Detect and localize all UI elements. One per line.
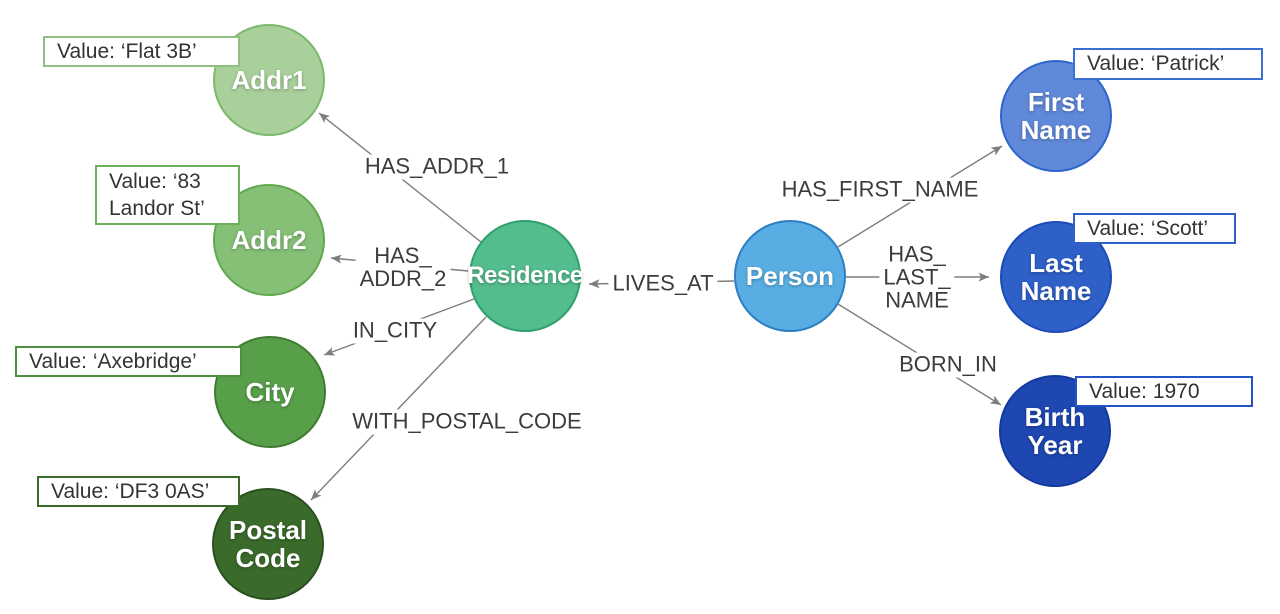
node-addr2-label: Addr2 [231,224,307,255]
value-label-last-name: Value: ‘Scott’ [1073,213,1236,244]
value-label-city-text: Value: ‘Axebridge’ [29,349,197,373]
value-label-addr2-text: Value: ‘83 Landor St’ [109,169,205,220]
value-label-addr2: Value: ‘83 Landor St’ [95,165,240,225]
node-person-label: Person [745,260,835,291]
relationship-label-has-first-name: HAS_FIRST_NAME [777,176,983,203]
node-person: Person [734,220,846,332]
relationship-label-has-addr-1: HAS_ADDR_1 [360,153,514,180]
relationship-label-text: HAS_ [888,241,946,267]
node-last-name: Last Name [1000,221,1112,333]
relationship-label-has-last-name: HAS_ LAST_ NAME [879,241,955,314]
value-label-last-name-text: Value: ‘Scott’ [1087,216,1209,240]
relationship-label-text: WITH_POSTAL_CODE [352,408,582,434]
value-label-addr1: Value: ‘Flat 3B’ [43,36,240,67]
value-label-first-name: Value: ‘Patrick’ [1073,48,1263,80]
edge-with-postal-code [310,316,487,501]
node-last-name-label: Last Name [1020,247,1092,306]
relationship-label-text: ADDR_2 [359,266,447,291]
relationship-label-has-addr-2: HAS_ ADDR_2 [355,243,451,292]
relationship-label-text: IN_CITY [352,317,438,343]
node-residence: Residence [467,220,583,332]
value-label-first-name-text: Value: ‘Patrick’ [1087,52,1225,75]
relationship-label-text: LAST_ [883,264,951,290]
relationship-label-text: LIVES_AT [612,270,714,296]
relationship-label-text: HAS_ADDR_1 [364,153,510,179]
relationship-label-text: BORN_IN [899,351,997,377]
node-addr1: Addr1 [213,24,325,136]
node-postal-code-label: Postal Code [228,514,308,573]
node-addr1-label: Addr1 [231,64,307,95]
relationship-label-text: HAS_FIRST_NAME [781,176,979,202]
node-first-name: First Name [1000,60,1112,172]
relationship-label-born-in: BORN_IN [895,351,1001,378]
node-first-name-label: First Name [1020,86,1092,145]
value-label-postal-code: Value: ‘DF3 0AS’ [37,476,240,507]
relationship-label-text: HAS_ [374,243,432,269]
node-birth-year-label: Birth Year [1024,401,1086,460]
relationship-label-in-city: IN_CITY [348,317,442,344]
node-city-label: City [245,376,295,407]
value-label-addr1-text: Value: ‘Flat 3B’ [57,39,197,63]
value-label-birth-year-text: Value: 1970 [1089,379,1200,403]
value-label-postal-code-text: Value: ‘DF3 0AS’ [51,479,210,503]
relationship-label-text: NAME [885,287,949,313]
value-label-city: Value: ‘Axebridge’ [15,346,242,377]
node-residence-label: Residence [467,262,583,290]
relationship-label-lives-at: LIVES_AT [608,270,718,297]
value-label-birth-year: Value: 1970 [1075,376,1253,407]
relationship-label-with-postal-code: WITH_POSTAL_CODE [348,408,586,435]
